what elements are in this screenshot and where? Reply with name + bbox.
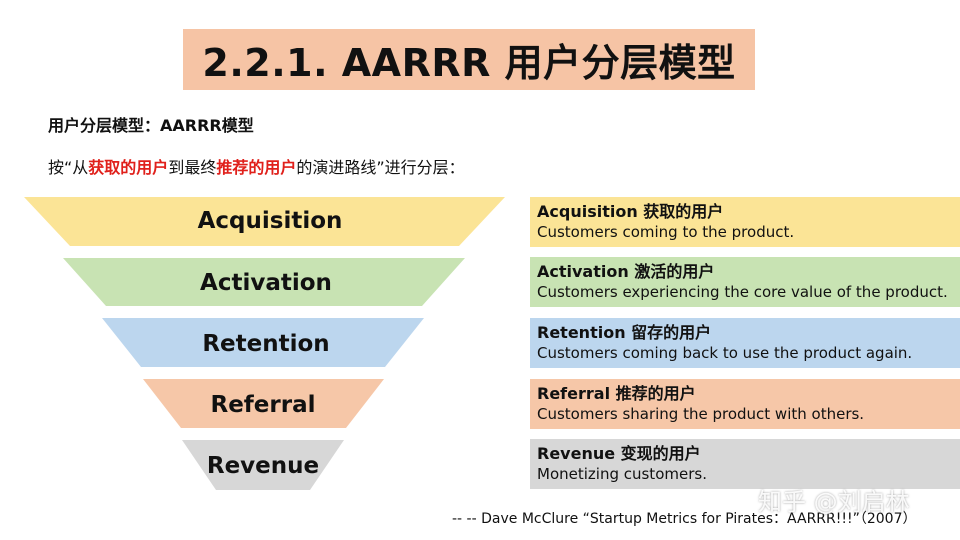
stage-desc-text: Customers experiencing the core value of… xyxy=(537,283,948,301)
funnel-band-revenue xyxy=(182,440,344,490)
stage-desc-text: Customers coming to the product. xyxy=(537,223,795,241)
page-title: 2.2.1. AARRR 用户分层模型 xyxy=(202,41,736,85)
stage-desc-heading: Retention 留存的用户 xyxy=(537,323,712,342)
funnel-label-acquisition: Acquisition xyxy=(198,208,343,234)
funnel-label-revenue: Revenue xyxy=(207,453,319,479)
intro-highlight-referred: 推荐的用户 xyxy=(216,158,297,177)
stage-desc-text: Customers coming back to use the product… xyxy=(537,344,913,362)
funnel-label-retention: Retention xyxy=(202,331,329,357)
funnel-stage-revenue: Revenue xyxy=(182,440,344,490)
stage-desc-heading: Acquisition 获取的用户 xyxy=(537,202,724,221)
title-banner: 2.2.1. AARRR 用户分层模型 xyxy=(183,29,755,90)
funnel-label-referral: Referral xyxy=(210,392,315,418)
stage-desc-text: Monetizing customers. xyxy=(537,465,707,483)
intro-text: 按“从获取的用户到最终推荐的用户的演进路线”进行分层： xyxy=(48,154,465,178)
funnel-stage-retention: Retention xyxy=(102,318,424,367)
funnel-stage-acquisition: Acquisition xyxy=(24,197,505,246)
funnel-band-retention xyxy=(102,318,424,367)
funnel-label-activation: Activation xyxy=(200,270,332,296)
intro-suffix: 的演进路线”进行分层： xyxy=(296,158,465,177)
funnel-band-referral xyxy=(143,379,384,428)
funnel-band-activation xyxy=(63,258,465,306)
stage-desc-retention: Retention 留存的用户 Customers coming back to… xyxy=(530,318,960,368)
watermark: 知乎 @刘启林 xyxy=(758,488,910,516)
subtitle: 用户分层模型：AARRR模型 xyxy=(48,116,254,135)
stage-desc-acquisition: Acquisition 获取的用户 Customers coming to th… xyxy=(530,197,960,247)
stage-desc-text: Customers sharing the product with other… xyxy=(537,405,865,423)
funnel-band-acquisition xyxy=(24,197,505,246)
stage-desc-activation: Activation 激活的用户 Customers experiencing … xyxy=(530,257,960,307)
intro-prefix: 按“从 xyxy=(48,158,89,177)
stage-desc-heading: Revenue 变现的用户 xyxy=(537,444,701,463)
funnel-stage-referral: Referral xyxy=(143,379,384,428)
intro-middle: 到最终 xyxy=(168,158,217,177)
funnel-stage-activation: Activation xyxy=(63,258,465,306)
stage-desc-revenue: Revenue 变现的用户 Monetizing customers. xyxy=(530,439,960,489)
stage-desc-heading: Referral 推荐的用户 xyxy=(537,384,696,403)
stage-desc-heading: Activation 激活的用户 xyxy=(537,262,715,281)
source-credit: -- -- Dave McClure “Startup Metrics for … xyxy=(452,511,917,527)
stage-desc-referral: Referral 推荐的用户 Customers sharing the pro… xyxy=(530,379,960,429)
intro-highlight-acquired: 获取的用户 xyxy=(88,158,169,177)
